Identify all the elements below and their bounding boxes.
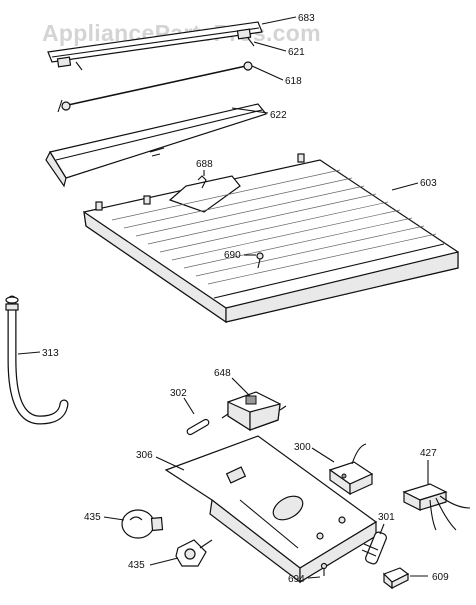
label-427: 427 bbox=[420, 448, 437, 459]
label-690: 690 bbox=[224, 250, 241, 261]
label-300: 300 bbox=[294, 442, 311, 453]
label-609: 609 bbox=[432, 572, 449, 583]
label-648: 648 bbox=[214, 368, 231, 379]
part-screw-694 bbox=[320, 562, 328, 576]
leader-622 bbox=[231, 107, 269, 114]
part-thermostat-648 bbox=[221, 391, 287, 432]
part-tray-603 bbox=[83, 153, 459, 324]
leader-621 bbox=[253, 41, 287, 52]
label-313: 313 bbox=[42, 348, 59, 359]
part-pin-302 bbox=[186, 418, 210, 436]
label-306: 306 bbox=[136, 450, 153, 461]
label-302: 302 bbox=[170, 388, 187, 399]
label-621: 621 bbox=[288, 47, 305, 58]
leader-435-bulb bbox=[103, 516, 125, 521]
leader-435-socket bbox=[149, 557, 179, 566]
leader-648 bbox=[231, 377, 251, 397]
label-603: 603 bbox=[420, 178, 437, 189]
leader-306 bbox=[155, 456, 185, 471]
leader-618 bbox=[251, 65, 284, 81]
leader-301 bbox=[379, 523, 385, 535]
part-bulb-435 bbox=[121, 509, 164, 539]
part-tube-313 bbox=[5, 295, 69, 425]
part-plunger-301 bbox=[361, 531, 387, 565]
label-683: 683 bbox=[298, 13, 315, 24]
label-618: 618 bbox=[285, 76, 302, 87]
label-622: 622 bbox=[270, 110, 287, 121]
part-switch-609 bbox=[382, 567, 410, 590]
leader-694 bbox=[307, 576, 321, 579]
part-clip-688 bbox=[197, 175, 207, 189]
part-rod-618 bbox=[57, 61, 253, 113]
part-rail-683-621 bbox=[47, 21, 263, 71]
leader-313 bbox=[17, 351, 41, 355]
part-channel-622 bbox=[45, 103, 268, 188]
label-301: 301 bbox=[378, 512, 395, 523]
label-435-bulb: 435 bbox=[84, 512, 101, 523]
leader-683 bbox=[261, 16, 297, 25]
leader-300 bbox=[311, 447, 335, 463]
part-socket-435 bbox=[175, 539, 213, 567]
label-694: 694 bbox=[288, 574, 305, 585]
leader-603 bbox=[391, 182, 419, 191]
part-switch-300 bbox=[328, 443, 374, 496]
label-435-socket: 435 bbox=[128, 560, 145, 571]
part-connector-427 bbox=[402, 483, 471, 531]
part-screw-690 bbox=[256, 252, 264, 269]
part-housing-306 bbox=[164, 435, 378, 584]
label-688: 688 bbox=[196, 159, 213, 170]
leader-302 bbox=[183, 397, 195, 415]
